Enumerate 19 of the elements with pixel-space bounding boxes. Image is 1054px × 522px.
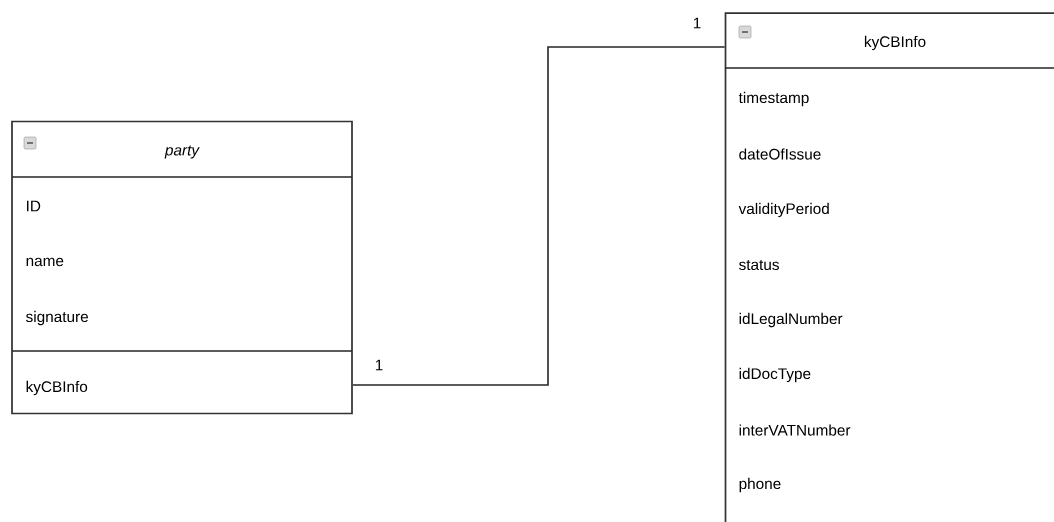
class-name: kyCBInfo — [864, 35, 926, 51]
attribute: idDocType — [739, 367, 811, 383]
attribute: idLegalNumber — [739, 312, 843, 328]
class-box — [724, 12, 1054, 522]
class-box — [11, 120, 353, 415]
attribute: signature — [26, 310, 88, 326]
multiplicity: 1 — [693, 17, 701, 29]
attribute: timestamp — [738, 91, 809, 107]
class-name: party — [164, 145, 200, 159]
attribute: dateOfIssue — [739, 148, 821, 160]
multiplicity: 1 — [375, 359, 383, 371]
attribute: status — [739, 260, 779, 271]
connector — [352, 46, 726, 386]
attribute: interVATNumber — [739, 424, 851, 436]
attribute: validityPeriod — [738, 202, 829, 218]
attribute: name — [26, 257, 64, 267]
attribute: phone — [739, 477, 781, 493]
attribute: kyCBInfo — [26, 380, 88, 396]
attribute: ID — [27, 200, 41, 212]
